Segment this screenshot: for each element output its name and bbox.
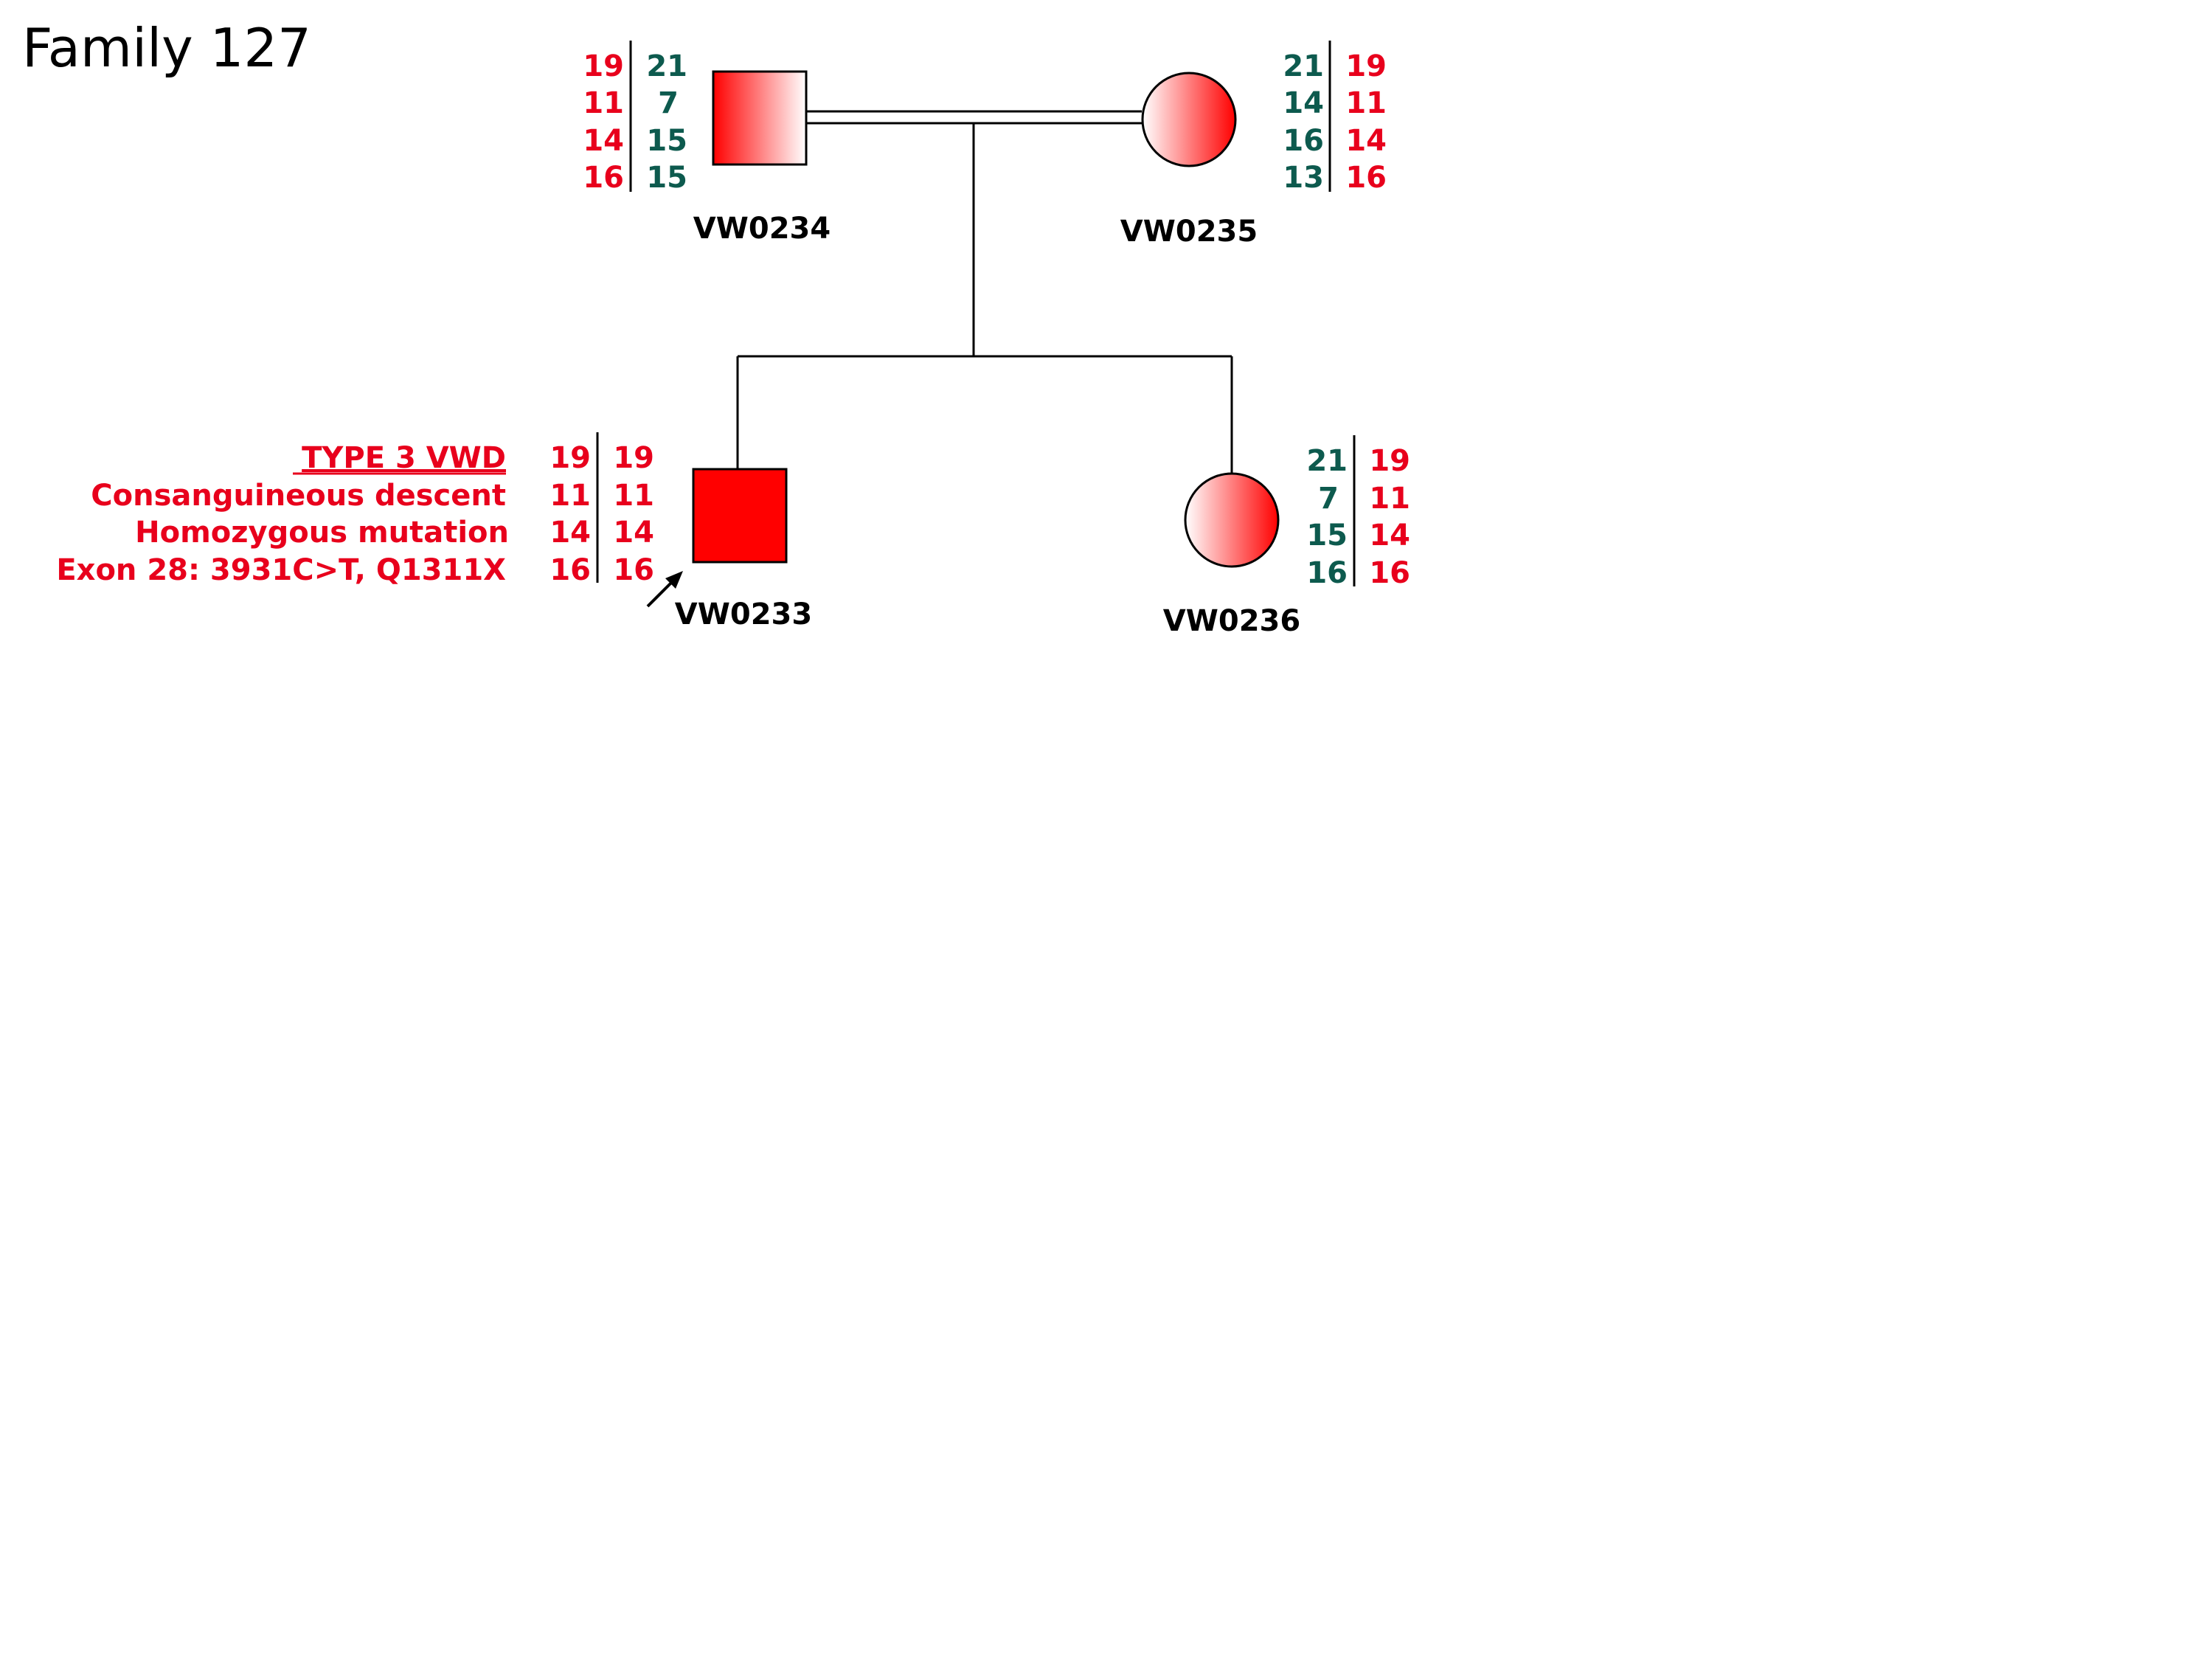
allele: 16 <box>1283 124 1324 158</box>
allele: 19 <box>583 49 624 83</box>
allele: 15 <box>1306 519 1348 553</box>
note-line: Consanguineous descent <box>91 479 506 513</box>
allele: 15 <box>646 124 687 158</box>
allele: 14 <box>583 124 624 158</box>
page-title: Family 127 <box>22 17 311 79</box>
haplotype-right: 19 11 14 16 <box>1345 49 1387 195</box>
individual-proband[interactable]: 19 11 14 16 19 11 14 16 VW0233 <box>549 432 812 631</box>
allele: 11 <box>613 479 654 513</box>
allele: 11 <box>1345 86 1387 120</box>
female-symbol-carrier <box>1141 72 1237 167</box>
individual-id: VW0236 <box>1163 604 1300 638</box>
allele: 11 <box>583 86 624 120</box>
haplotype-left: 21 7 15 16 <box>1306 444 1348 590</box>
allele: 11 <box>549 479 591 513</box>
male-symbol-affected <box>692 468 788 564</box>
allele: 16 <box>1345 161 1387 195</box>
individual-id: VW0235 <box>1120 215 1258 249</box>
male-symbol-carrier <box>712 70 808 166</box>
note-line: Exon 28: 3931C>T, Q1311X <box>56 553 506 587</box>
allele: 16 <box>583 161 624 195</box>
allele: 11 <box>1369 482 1410 516</box>
individual-mother[interactable]: 21 14 16 13 19 11 14 16 VW0235 <box>1120 41 1387 249</box>
pedigree-lines <box>736 110 1233 473</box>
individual-id: VW0234 <box>693 212 831 246</box>
allele: 21 <box>1306 444 1348 478</box>
haplotype-right: 19 11 14 16 <box>613 441 654 587</box>
allele: 16 <box>1306 556 1348 590</box>
female-symbol-carrier <box>1184 472 1280 568</box>
allele: 16 <box>613 553 654 587</box>
individual-id: VW0233 <box>675 598 812 631</box>
allele: 14 <box>1345 124 1387 158</box>
allele: 7 <box>658 86 679 120</box>
haplotype-right: 19 11 14 16 <box>1369 444 1410 590</box>
allele: 19 <box>613 441 654 475</box>
allele: 14 <box>1369 519 1410 553</box>
allele: 16 <box>549 553 591 587</box>
allele: 14 <box>1283 86 1324 120</box>
individual-father[interactable]: 19 11 14 16 21 7 15 15 VW0234 <box>583 41 831 246</box>
individual-daughter[interactable]: 21 7 15 16 19 11 14 16 VW0236 <box>1163 435 1410 638</box>
proband-arrow-icon <box>646 571 683 608</box>
allele: 19 <box>1369 444 1410 478</box>
diagnosis-label: TYPE 3 VWD <box>302 441 506 475</box>
proband-notes: TYPE 3 VWD Consanguineous descent Homozy… <box>56 441 509 587</box>
allele: 15 <box>646 161 687 195</box>
allele: 16 <box>1369 556 1410 590</box>
haplotype-left: 19 11 14 16 <box>549 441 591 587</box>
allele: 21 <box>646 49 687 83</box>
allele: 13 <box>1283 161 1324 195</box>
note-line: Homozygous mutation <box>135 516 509 550</box>
allele: 7 <box>1318 482 1339 516</box>
allele: 21 <box>1283 49 1324 83</box>
allele: 19 <box>1345 49 1387 83</box>
allele: 14 <box>549 516 591 550</box>
haplotype-left: 21 14 16 13 <box>1283 49 1324 195</box>
haplotype-left: 19 11 14 16 <box>583 49 624 195</box>
allele: 14 <box>613 516 654 550</box>
haplotype-right: 21 7 15 15 <box>646 49 687 195</box>
allele: 19 <box>549 441 591 475</box>
